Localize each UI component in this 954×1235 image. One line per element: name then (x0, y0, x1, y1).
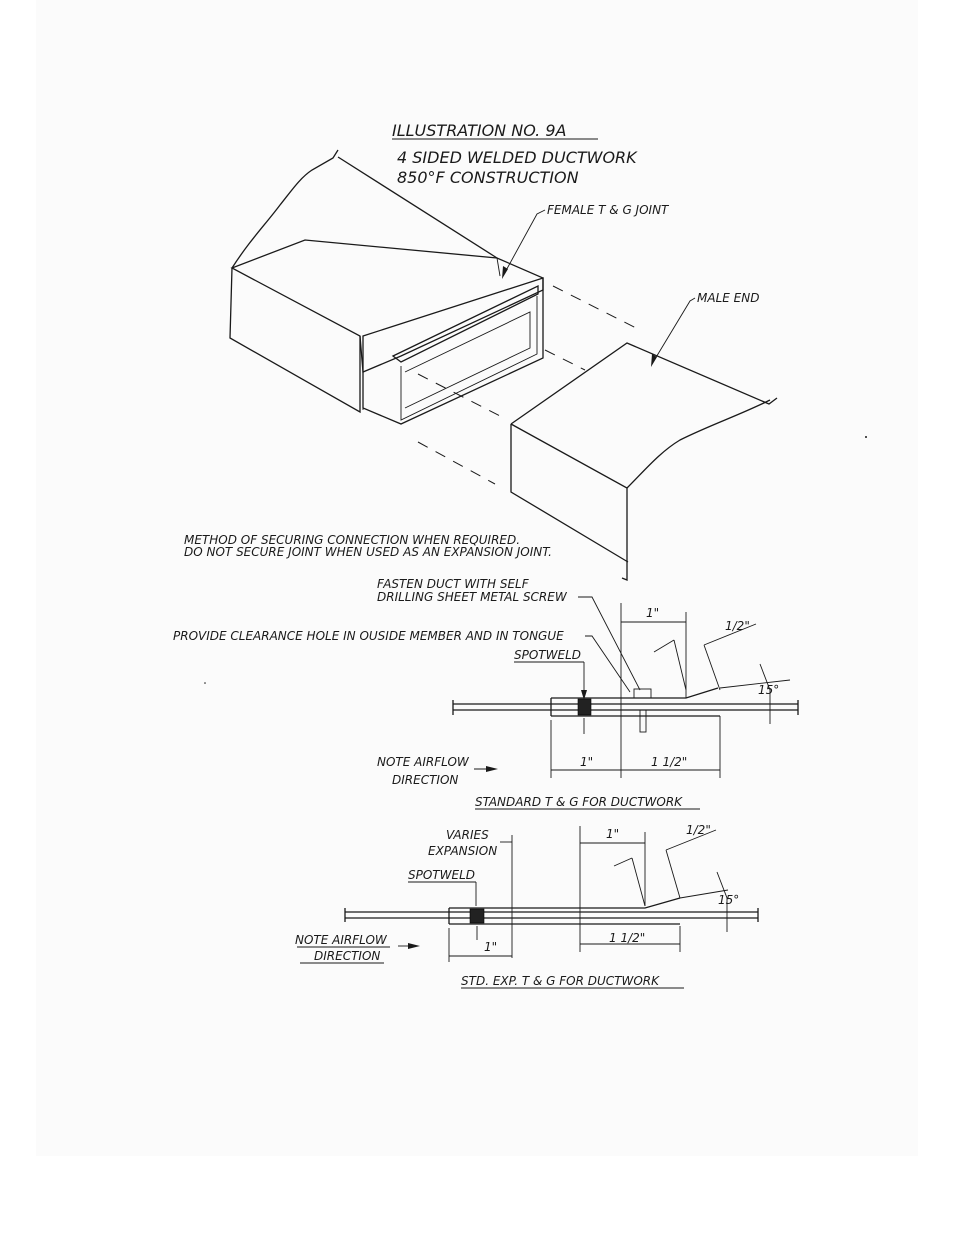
male-leader (651, 297, 696, 365)
title-block: ILLUSTRATION NO. 9A 4 SIDED WELDED DUCTW… (392, 121, 638, 187)
dim-half-leader (703, 623, 757, 691)
screw-shank (639, 709, 647, 733)
exp-dim-15-lines (679, 871, 729, 932)
note-line-2: DO NOT SECURE JOINT WHEN USED AS AN EXPA… (184, 545, 552, 559)
female-breakline (231, 149, 339, 269)
expansion-caption: STD. EXP. T & G FOR DUCTWORK (461, 974, 660, 988)
varies-label: VARIES (446, 828, 489, 842)
fasten-label-1: FASTEN DUCT WITH SELF (377, 577, 530, 591)
exp-dim-1in-bottom: 1" (484, 940, 497, 954)
socket-inner-depth (404, 311, 531, 409)
iso-callouts: FEMALE T & G JOINT MALE END (502, 203, 759, 367)
female-leader (502, 209, 546, 277)
exp-dim-half: 1/2" (686, 823, 711, 837)
exp-airflow-label-1: NOTE AIRFLOW (295, 933, 388, 947)
spotweld-arrow (581, 690, 587, 700)
dim-half-inch: 1/2" (725, 619, 750, 633)
airflow-arrow-head (486, 766, 498, 772)
dim-half-leader-2 (653, 639, 687, 691)
female-tg-joint-label: FEMALE T & G JOINT (547, 203, 670, 217)
exp-airflow-arrow-head (408, 943, 420, 949)
dim-15-deg: 15° (758, 683, 779, 697)
exp-dim-1-half: 1 1/2" (609, 931, 645, 945)
dim-15-lines (719, 663, 791, 724)
female-duct (229, 149, 544, 425)
male-duct (510, 342, 778, 581)
alignment-dash-lines (417, 285, 641, 485)
title-line-1: 4 SIDED WELDED DUCTWORK (397, 148, 638, 167)
scan-speck (865, 436, 867, 438)
exp-spotweld-mark (469, 908, 485, 924)
male-duct-side (510, 424, 629, 563)
spotweld-mark (577, 698, 592, 716)
male-duct-front-edge (510, 423, 628, 581)
spotweld-label: SPOTWELD (514, 648, 581, 662)
expansion-tg-detail: VARIES EXPANSION SPOTWELD 1" 1/2" 15° (295, 823, 759, 989)
standard-caption: STANDARD T & G FOR DUCTWORK (475, 795, 683, 809)
fasten-label-2: DRILLING SHEET METAL SCREW (377, 590, 568, 604)
expansion-label: EXPANSION (428, 844, 497, 858)
scan-speck (204, 682, 206, 684)
dim-1in-top: 1" (646, 606, 659, 620)
male-end-label: MALE END (697, 291, 759, 305)
exp-spotweld-label: SPOTWELD (408, 868, 475, 882)
dash-line-4 (417, 441, 496, 485)
clearance-leader (585, 635, 631, 693)
female-duct-side (229, 267, 361, 414)
clearance-label: PROVIDE CLEARANCE HOLE IN OUSIDE MEMBER … (173, 629, 564, 643)
male-breakline (626, 399, 771, 489)
male-leader-arrow (651, 354, 657, 367)
title-line-2: 850°F CONSTRUCTION (397, 168, 579, 187)
scan-background (36, 0, 918, 1156)
exp-female-outer (449, 897, 681, 909)
exp-dim-half-leader-2 (613, 857, 646, 907)
dash-line-3 (417, 373, 501, 417)
exp-dim-15-deg: 15° (718, 893, 739, 907)
dim-1in-bottom: 1" (580, 755, 593, 769)
socket-lip (391, 284, 539, 363)
dash-line-1 (552, 285, 641, 331)
illustration-number: ILLUSTRATION NO. 9A (392, 121, 566, 140)
fasten-leader (578, 596, 641, 691)
dash-line-2 (544, 349, 586, 371)
exp-dim-half-leader (665, 829, 717, 899)
note-line-1: METHOD OF SECURING CONNECTION WHEN REQUI… (184, 533, 520, 547)
female-joint-line (496, 257, 501, 277)
female-top-edge (337, 156, 498, 259)
dim-1-half: 1 1/2" (651, 755, 687, 769)
exp-airflow-label-2: DIRECTION (314, 949, 380, 963)
female-leader-arrow (502, 266, 508, 279)
male-duct-top (510, 342, 778, 425)
notes-block: METHOD OF SECURING CONNECTION WHEN REQUI… (184, 533, 552, 559)
standard-tg-detail: FASTEN DUCT WITH SELF DRILLING SHEET MET… (173, 577, 799, 810)
socket-inner (400, 296, 538, 421)
socket-frame (362, 277, 544, 425)
screw-head (633, 688, 652, 699)
airflow-label-2: DIRECTION (392, 773, 458, 787)
exp-dim-1in-top: 1" (606, 827, 619, 841)
airflow-label-1: NOTE AIRFLOW (377, 755, 470, 769)
female-outer-sheet (551, 687, 719, 699)
